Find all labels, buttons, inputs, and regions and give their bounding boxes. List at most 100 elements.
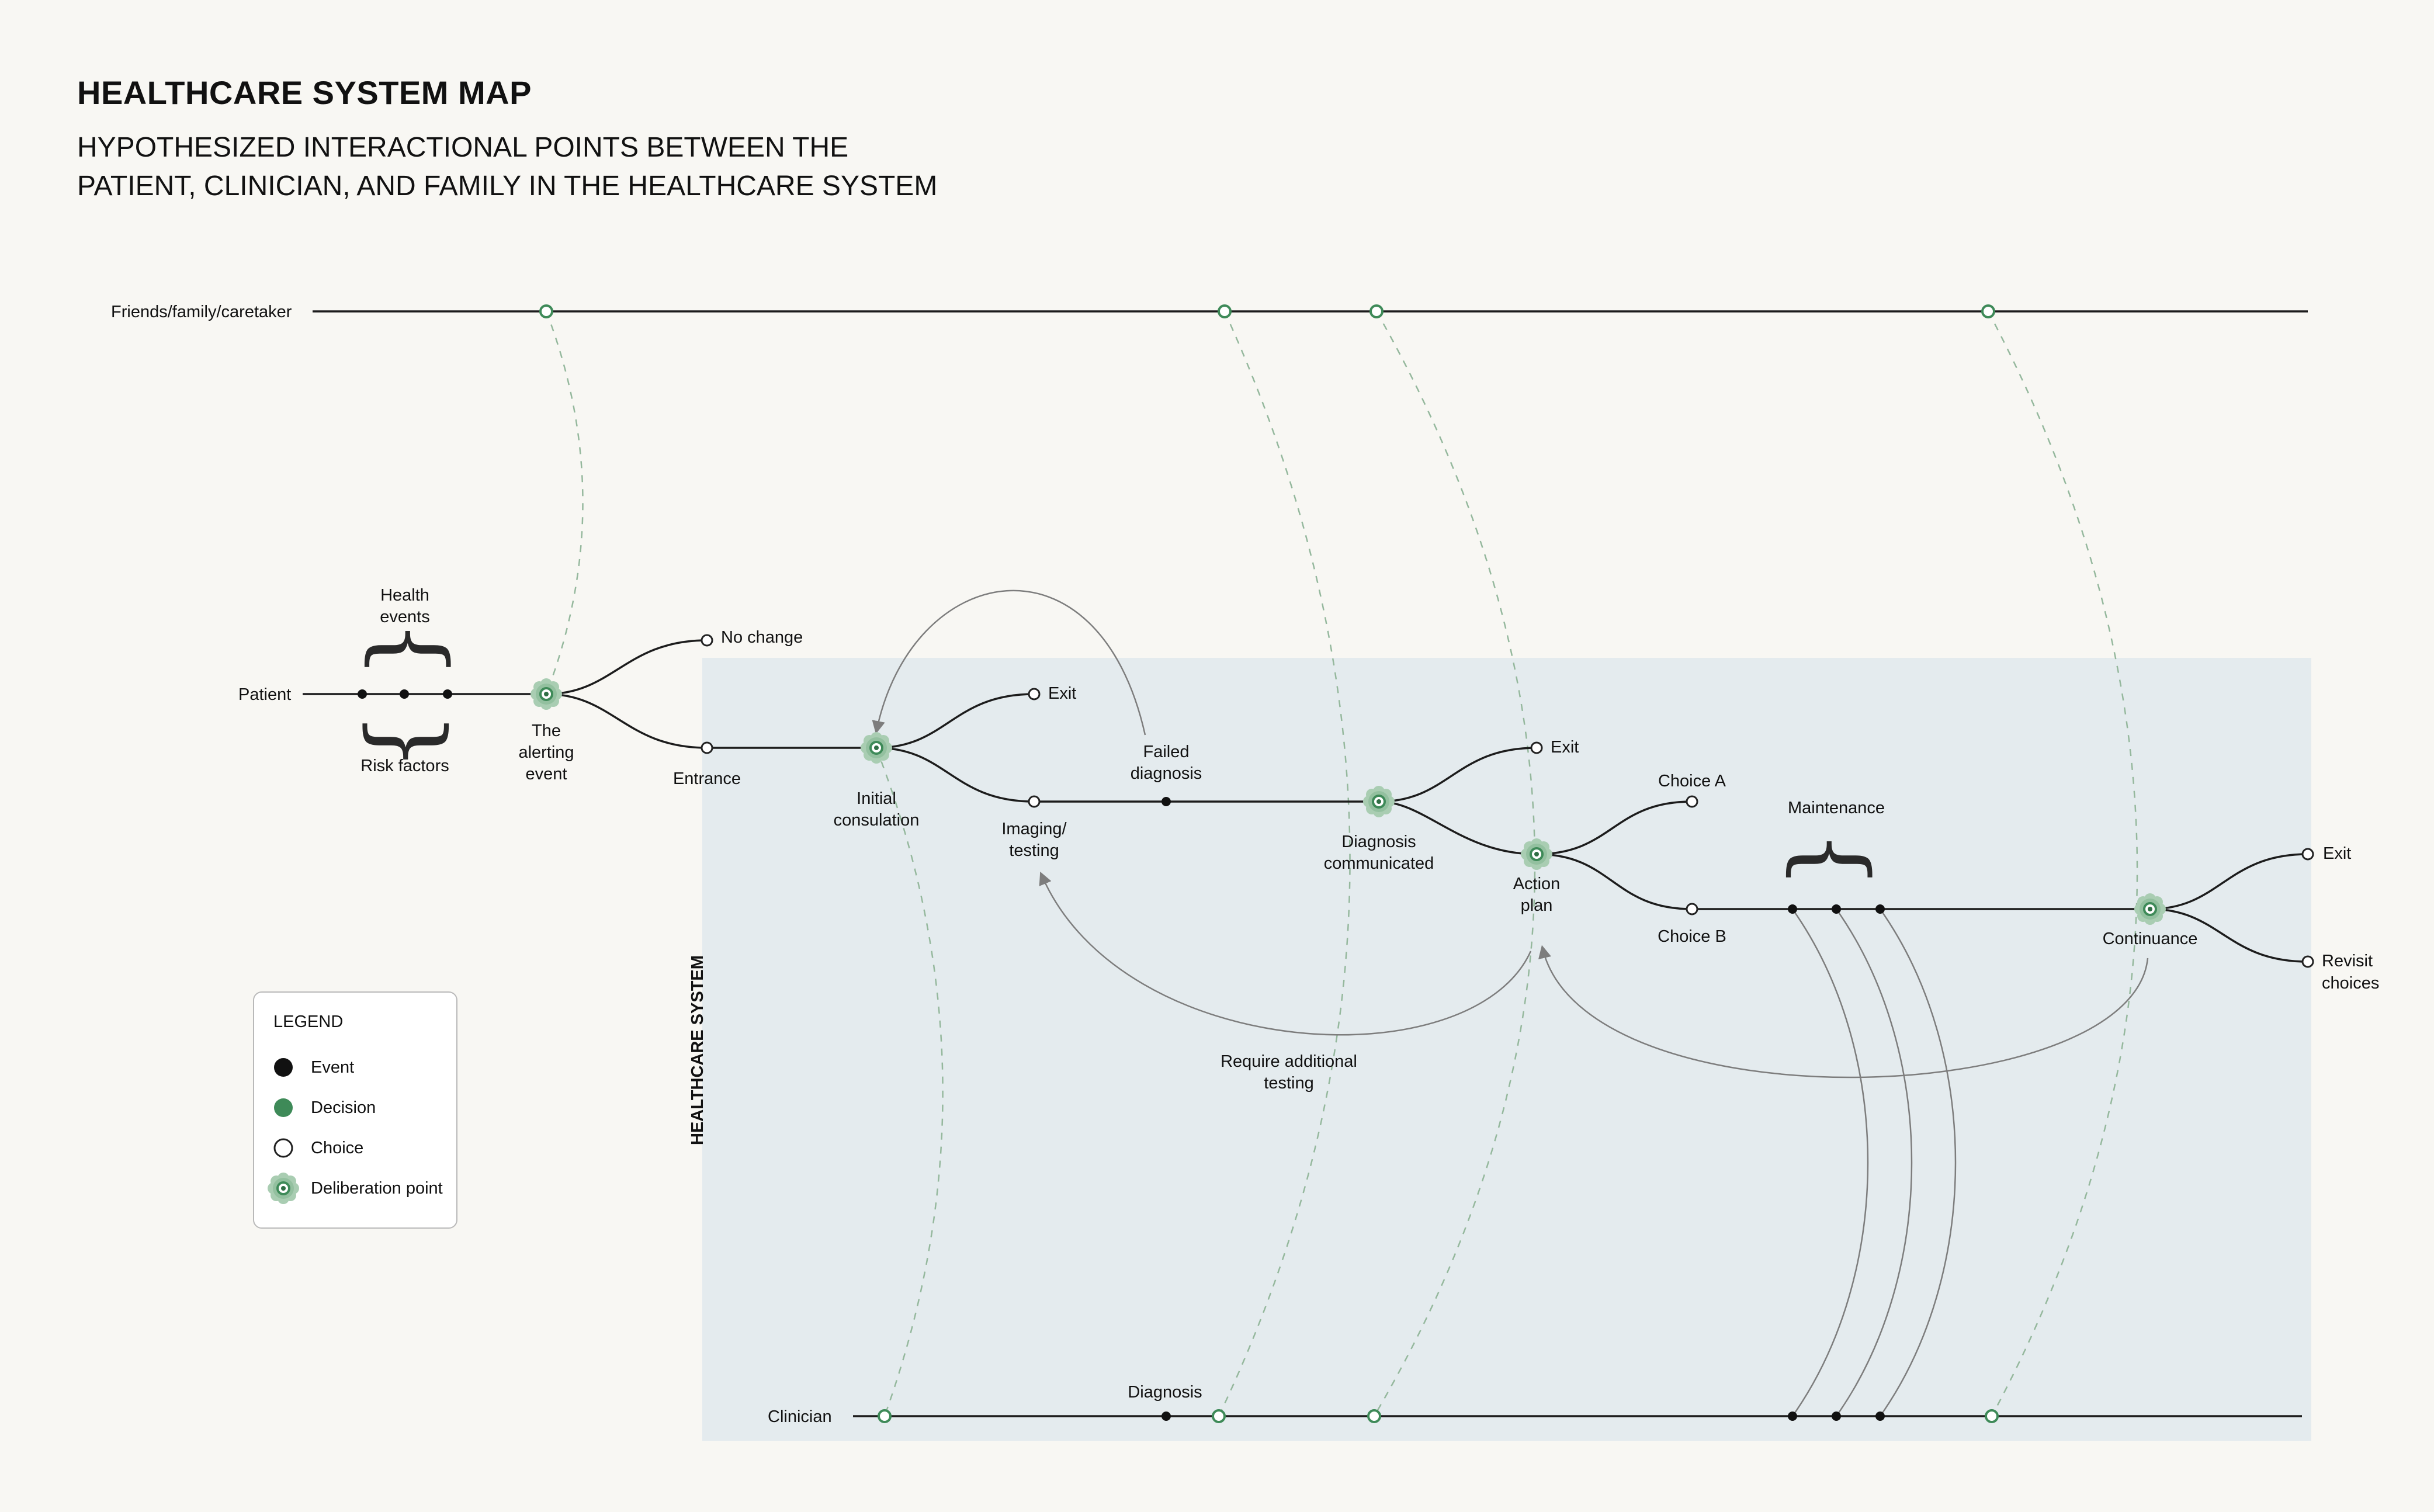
event-dot bbox=[1788, 1412, 1797, 1421]
event-dot bbox=[358, 689, 367, 699]
choice-b-label: Choice B bbox=[1658, 927, 1726, 946]
legend-title: LEGEND bbox=[273, 1012, 343, 1031]
map-title: HEALTHCARE SYSTEM MAP bbox=[77, 74, 532, 111]
event-dot bbox=[1832, 904, 1841, 914]
legend-event-icon bbox=[274, 1058, 293, 1077]
initial-consultation-label: Initial bbox=[857, 789, 896, 808]
deliberation-initial-consultation bbox=[859, 731, 893, 765]
entrance-label: Entrance bbox=[673, 769, 741, 788]
imaging-testing-label: Imaging/ bbox=[1001, 820, 1067, 838]
failed-diagnosis-arrow bbox=[872, 589, 1146, 736]
exit-label-1: Exit bbox=[1048, 684, 1076, 703]
legend-box bbox=[253, 991, 457, 1229]
revisit-choices-label: Revisit bbox=[2322, 952, 2373, 970]
event-dot bbox=[400, 689, 409, 699]
decision-point bbox=[1212, 1409, 1226, 1423]
risk-factors-brace: { bbox=[346, 712, 456, 771]
event-dot bbox=[1875, 1412, 1885, 1421]
maintenance-link-1 bbox=[1791, 908, 1869, 1417]
maintenance-link-2 bbox=[1835, 908, 1913, 1417]
friends-to-alerting-connector bbox=[545, 311, 584, 695]
event-dot bbox=[443, 689, 452, 699]
decision-point bbox=[1369, 304, 1384, 318]
imaging-testing-label: testing bbox=[1009, 841, 1059, 860]
diagnosis-communicated-label: communicated bbox=[1324, 854, 1434, 873]
legend-event-label: Event bbox=[311, 1058, 354, 1077]
initial-to-exit bbox=[876, 693, 1035, 749]
event-dot bbox=[1161, 797, 1171, 806]
alerting-to-no-change bbox=[546, 639, 708, 695]
legend-decision-label: Decision bbox=[311, 1098, 376, 1117]
action-plan-label: plan bbox=[1521, 896, 1553, 915]
health-events-brace: { bbox=[358, 619, 467, 679]
healthcare-system-region bbox=[702, 658, 2311, 1441]
choice-a bbox=[1686, 795, 1698, 808]
initial-to-imaging bbox=[876, 747, 1035, 803]
choice-entrance bbox=[701, 741, 713, 754]
event-dot bbox=[1875, 904, 1885, 914]
choice-imaging bbox=[1028, 795, 1041, 808]
choice-exit-2 bbox=[1530, 741, 1543, 754]
event-dot bbox=[1832, 1412, 1841, 1421]
continuance-to-exit bbox=[2149, 853, 2308, 910]
revisit-choices-label: choices bbox=[2322, 974, 2379, 993]
choice-exit-1 bbox=[1028, 688, 1041, 700]
require-testing-label: testing bbox=[1264, 1074, 1313, 1093]
friends-to-continuance-connector bbox=[1987, 311, 2138, 1417]
alerting-event-label: alerting bbox=[518, 743, 574, 762]
decision-point bbox=[1367, 1409, 1381, 1423]
continuance-label: Continuance bbox=[2103, 930, 2198, 948]
legend: LEGEND Event Decision Choice Deliberatio… bbox=[253, 991, 457, 1229]
health-events-label: events bbox=[380, 608, 429, 626]
legend-decision-icon bbox=[274, 1098, 293, 1117]
legend-choice-icon bbox=[273, 1138, 293, 1158]
legend-deliberation-icon bbox=[266, 1171, 300, 1205]
alerting-event-label: event bbox=[526, 765, 567, 783]
alerting-event-label: The bbox=[532, 722, 561, 740]
event-dot bbox=[1788, 904, 1797, 914]
legend-choice-label: Choice bbox=[311, 1139, 363, 1157]
alerting-to-entrance bbox=[546, 693, 708, 749]
action-to-choice-b bbox=[1536, 853, 1693, 910]
deliberation-diagnosis-communicated bbox=[1362, 785, 1396, 819]
choice-no-change bbox=[701, 634, 713, 647]
require-testing-arrow bbox=[1039, 871, 1532, 1036]
friends-to-action-connector bbox=[1373, 311, 1536, 1417]
clinician-diagnosis-label: Diagnosis bbox=[1128, 1383, 1202, 1402]
deliberation-continuance bbox=[2133, 892, 2167, 926]
diagnosis-communicated-label: Diagnosis bbox=[1341, 833, 1416, 851]
legend-deliberation-label: Deliberation point bbox=[311, 1179, 443, 1198]
patient-lane-label: Patient bbox=[238, 685, 291, 704]
action-to-choice-a bbox=[1536, 800, 1693, 855]
healthcare-system-label: HEALTHCARE SYSTEM bbox=[688, 955, 707, 1145]
choice-a-label: Choice A bbox=[1658, 772, 1726, 790]
friends-lane-label: Friends/family/caretaker bbox=[111, 303, 292, 321]
exit-label-2: Exit bbox=[1551, 738, 1579, 757]
decision-point bbox=[878, 1409, 892, 1423]
decision-point bbox=[1985, 1409, 1999, 1423]
choice-revisit bbox=[2301, 955, 2314, 968]
maintenance-label: Maintenance bbox=[1788, 799, 1885, 817]
diagnosis-to-exit bbox=[1378, 747, 1537, 803]
initial-to-clinician-connector bbox=[875, 748, 944, 1417]
decision-point bbox=[539, 304, 553, 318]
decision-point bbox=[1218, 304, 1232, 318]
initial-consultation-label: consulation bbox=[834, 811, 920, 830]
continuance-to-revisit bbox=[2149, 908, 2308, 963]
deliberation-action-plan bbox=[1520, 837, 1554, 871]
decision-point bbox=[1981, 304, 1995, 318]
map-subtitle-line-2: PATIENT, CLINICIAN, AND FAMILY IN THE HE… bbox=[77, 171, 937, 202]
choice-exit-3 bbox=[2301, 848, 2314, 861]
maintenance-link-3 bbox=[1879, 908, 1957, 1417]
risk-factors-label: Risk factors bbox=[360, 757, 449, 775]
choice-b bbox=[1686, 903, 1698, 915]
exit-label-3: Exit bbox=[2323, 844, 2351, 863]
diagnosis-to-action-plan bbox=[1378, 800, 1537, 855]
failed-diagnosis-label: diagnosis bbox=[1131, 764, 1202, 783]
require-testing-label: Require additional bbox=[1221, 1052, 1357, 1071]
map-subtitle-line-1: HYPOTHESIZED INTERACTIONAL POINTS BETWEE… bbox=[77, 132, 848, 163]
health-events-label: Health bbox=[380, 586, 429, 605]
no-change-label: No change bbox=[721, 628, 803, 647]
deliberation-alerting-event bbox=[529, 677, 563, 711]
